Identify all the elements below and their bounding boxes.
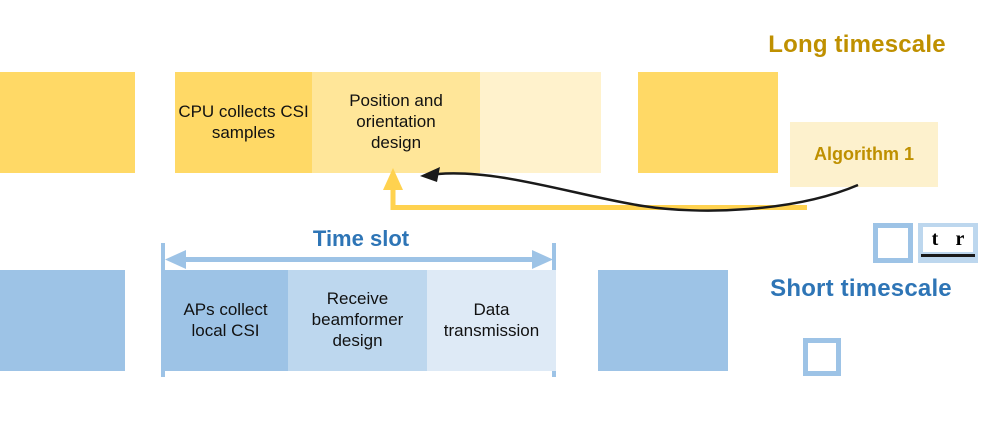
legend-square-icon (803, 338, 841, 376)
slot-segment-data-transmission: Data transmission (427, 270, 556, 371)
legend-square-icon (873, 223, 913, 263)
short-timescale-title: Short timescale (770, 275, 952, 302)
time-slot-right-arrowhead-icon (532, 250, 553, 269)
long-timescale-title: Long timescale (768, 31, 946, 58)
receive-symbol: r (955, 228, 965, 250)
frame-segment-position-orientation-design: Position and orientation design (312, 72, 480, 173)
legend-tr-symbol-box: t r (918, 223, 978, 263)
slot-segment-next (598, 270, 728, 371)
long-timescale-feedback-arrow-line (390, 186, 807, 210)
time-slot-label: Time slot (312, 226, 410, 251)
algorithm-1-label: Algorithm 1 (813, 144, 914, 164)
transmit-symbol: t (931, 228, 939, 250)
slot-segment-aps-collect-local-csi: APs collect local CSI (163, 270, 288, 371)
slot-segment-previous (0, 270, 125, 371)
frame-segment-cpu-collects-csi: CPU collects CSI samples (175, 72, 312, 173)
legend-tr-symbols: t r (923, 227, 973, 252)
time-slot-left-arrowhead-icon (165, 250, 186, 269)
algorithm-1-box: Algorithm 1 (790, 122, 938, 187)
frame-segment-remaining (480, 72, 601, 173)
legend-tr-underline (921, 254, 975, 257)
frame-segment-next (638, 72, 778, 173)
slot-segment-receive-beamformer-design: Receive beamformer design (288, 270, 427, 371)
frame-segment-previous (0, 72, 135, 173)
